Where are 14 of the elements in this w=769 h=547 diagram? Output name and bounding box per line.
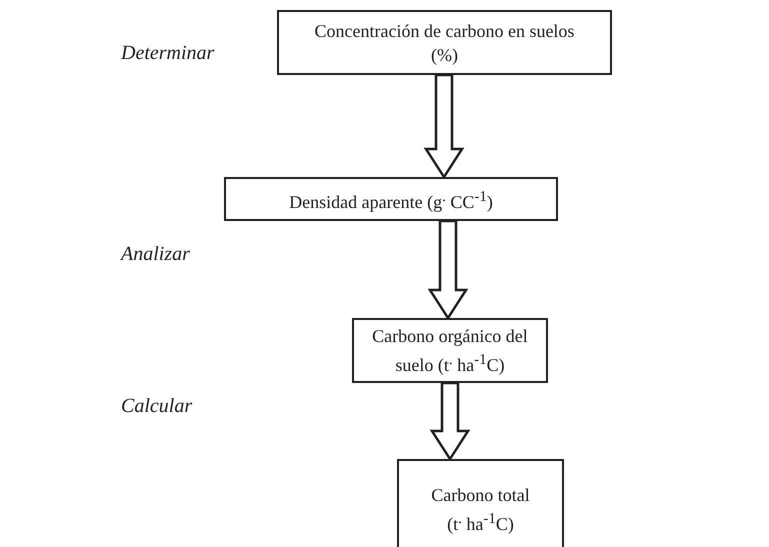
block-arrow [424,74,464,180]
process-box [352,318,548,383]
block-arrow [428,220,468,320]
process-box [397,459,564,547]
step-text: Densidad aparente (g$^{.}$ CC$^{-1}$) [288,188,494,214]
step-text: Carbono orgánico del suelo (t$^{.}$ ha$^{-1}$C) [371,325,529,377]
stage-label: Analizar [121,243,190,266]
stage-label: Calcular [121,395,192,418]
block-arrow [430,382,470,462]
step-text: Carbono total (t$^{.}$ ha$^{-1}$C) [430,484,531,536]
process-box [224,177,558,221]
stage-label: Determinar [121,42,214,65]
process-box [277,10,612,75]
step-text: Concentración de carbono en suelos (%) [314,20,576,66]
